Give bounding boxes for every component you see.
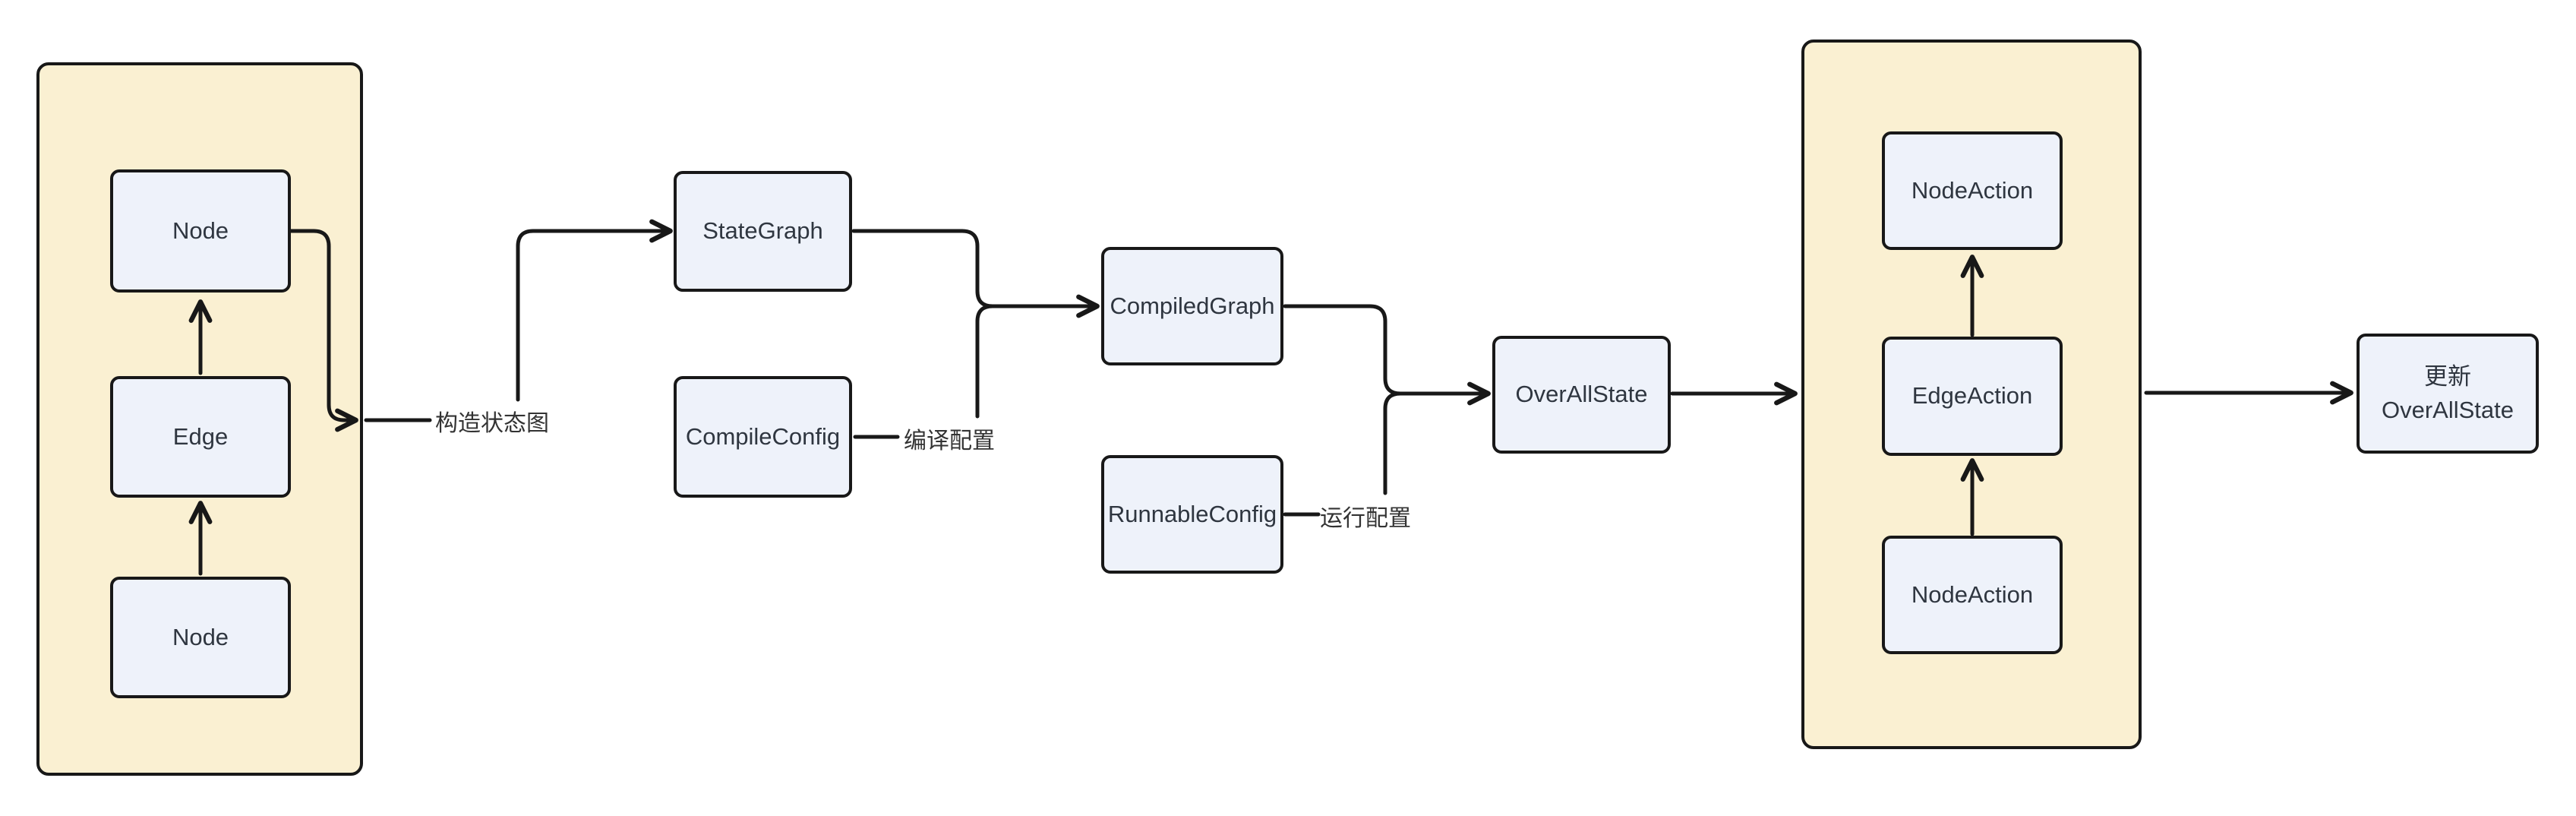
line-run-label-merge	[1383, 391, 1403, 495]
node-box-bottom-label: Node	[172, 623, 229, 650]
edge-box: Edge	[110, 376, 291, 498]
compiledgraph-label: CompiledGraph	[1110, 292, 1275, 319]
line-compile-label-merge	[975, 304, 995, 419]
edge-label-construct-stategraph: 构造状态图	[435, 411, 549, 436]
runnableconfig-box: RunnableConfig	[1101, 455, 1283, 574]
edgeaction-label: EdgeAction	[1911, 382, 2033, 410]
update-overallstate-line2: OverAllState	[2381, 397, 2514, 423]
compileconfig-label: CompileConfig	[685, 422, 841, 450]
arrow-compiledgraph-to-overallstate	[1283, 304, 1491, 406]
edgeaction-box: EdgeAction	[1882, 337, 2063, 456]
arrow-construct-label-to-stategraph	[516, 219, 673, 402]
update-overallstate-box: 更新 OverAllState	[2357, 334, 2539, 454]
stategraph-box: StateGraph	[674, 171, 852, 292]
compileconfig-box: CompileConfig	[674, 376, 852, 498]
nodeaction-bottom-label: NodeAction	[1911, 580, 2034, 608]
overallstate-label: OverAllState	[1515, 381, 1648, 408]
edge-label-run-config: 运行配置	[1320, 506, 1411, 531]
runnableconfig-label: RunnableConfig	[1107, 500, 1277, 527]
arrow-nodetop-to-left-boundary	[289, 229, 358, 432]
node-box-top-label: Node	[172, 217, 229, 244]
edge-box-label: Edge	[172, 422, 229, 450]
nodeaction-top-label: NodeAction	[1911, 176, 2034, 204]
node-box-bottom: Node	[110, 577, 291, 698]
edge-label-compile-config: 编译配置	[904, 429, 995, 454]
node-box-top: Node	[110, 169, 291, 293]
compiledgraph-box: CompiledGraph	[1101, 247, 1283, 365]
arrow-stategraph-to-compiledgraph	[851, 229, 1100, 318]
overallstate-box: OverAllState	[1492, 336, 1671, 454]
update-overallstate-line1: 更新	[2424, 362, 2471, 390]
stategraph-label: StateGraph	[702, 217, 823, 245]
nodeaction-box-bottom: NodeAction	[1882, 536, 2063, 654]
nodeaction-box-top: NodeAction	[1882, 131, 2063, 250]
